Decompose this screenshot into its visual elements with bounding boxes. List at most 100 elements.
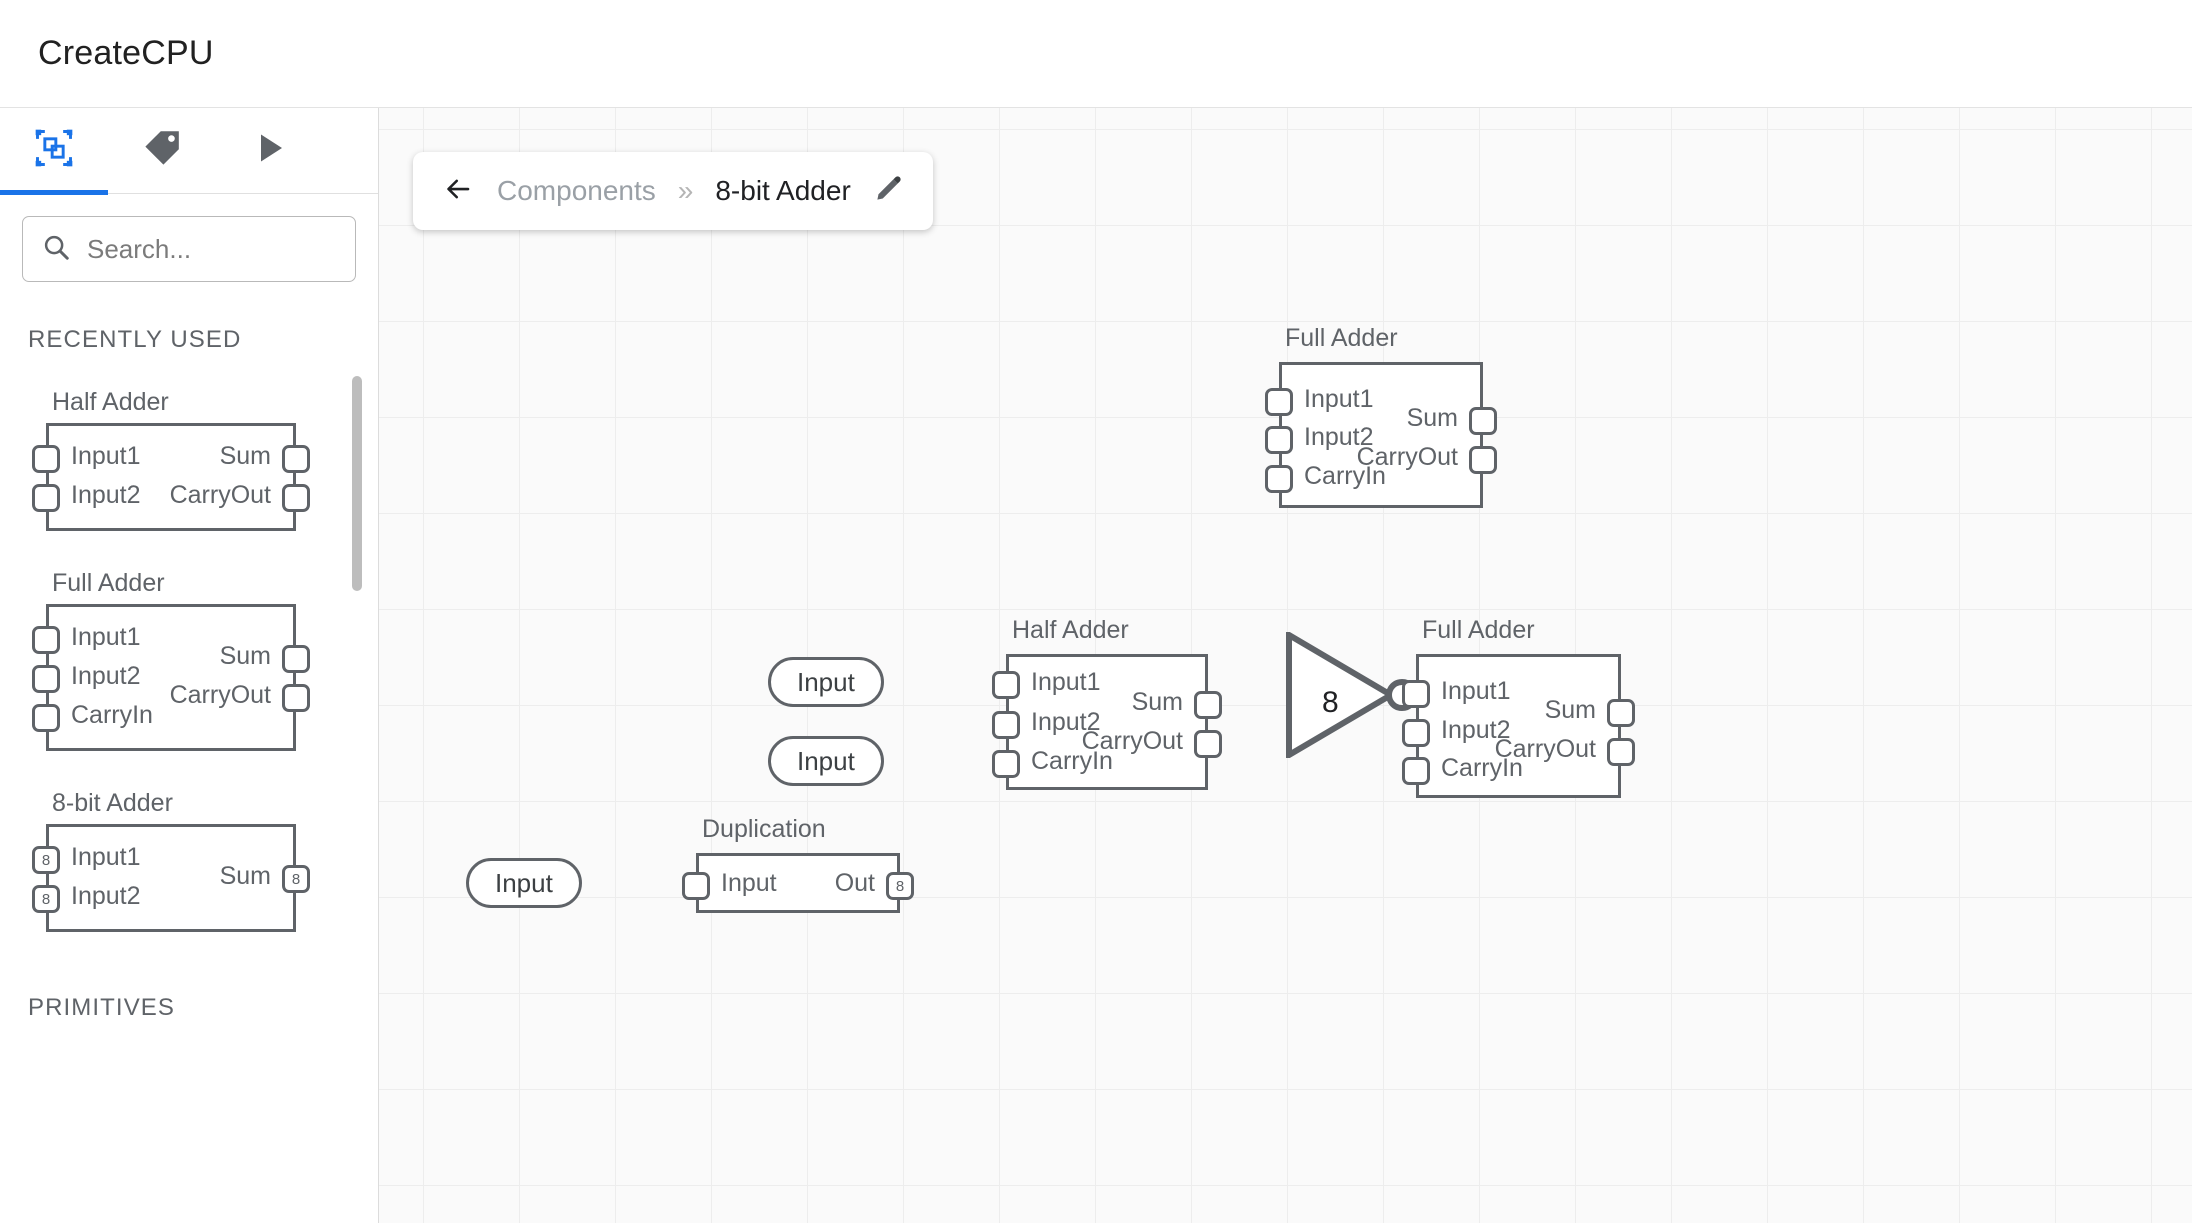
node-title: Full Adder	[1285, 324, 1398, 352]
port-label: Out	[834, 869, 875, 897]
palette-chip[interactable]: 8 Input1 8 Input2 8 Sum	[32, 824, 310, 932]
port-input[interactable]	[32, 484, 60, 512]
port-label: CarryOut	[1494, 735, 1596, 763]
search-container	[0, 194, 378, 282]
port-input1[interactable]	[1402, 680, 1430, 708]
breadcrumb-root[interactable]: Components	[497, 175, 656, 206]
components-icon	[32, 126, 76, 175]
port-input2[interactable]	[992, 711, 1020, 739]
search-box[interactable]	[22, 216, 356, 282]
sidebar: RECENTLY USED Half Adder Input1 Input2 S…	[0, 108, 379, 1223]
port-label: Input2	[71, 662, 141, 690]
port-input1[interactable]	[1265, 388, 1293, 416]
app-title-bar: CreateCPU	[0, 0, 2192, 108]
port-label: Input2	[71, 481, 141, 509]
tab-run[interactable]	[216, 108, 324, 194]
port-sum[interactable]	[1607, 699, 1635, 727]
port-carryout[interactable]	[1607, 738, 1635, 766]
palette-item-title: Half Adder	[52, 388, 169, 416]
node-title: Half Adder	[1012, 616, 1129, 644]
buffer-width-label: 8	[1322, 686, 1339, 719]
input-pill-2[interactable]: Input	[768, 736, 884, 786]
node-title: Duplication	[702, 815, 826, 843]
node-body[interactable]: Input1 Input2 CarryIn Sum CarryOut	[1402, 654, 1635, 798]
port-input[interactable]	[32, 704, 60, 732]
port-carryout[interactable]	[1194, 730, 1222, 758]
tag-icon	[141, 127, 183, 174]
node-body[interactable]: Input 8 Out	[682, 853, 914, 913]
port-label: Input2	[71, 882, 141, 910]
port-input1[interactable]	[992, 671, 1020, 699]
tab-labels[interactable]	[108, 108, 216, 194]
port-carryin[interactable]	[992, 750, 1020, 778]
port-carryin[interactable]	[1265, 465, 1293, 493]
play-icon	[252, 130, 288, 171]
port-input[interactable]	[32, 665, 60, 693]
port-sum[interactable]	[1469, 407, 1497, 435]
palette-item-full-adder[interactable]: Full Adder Input1 Input2 CarryIn Sum Car…	[0, 569, 378, 789]
node-half-adder[interactable]: Half Adder Input1 Input2 CarryIn Sum Car…	[992, 616, 1222, 790]
port-carryout[interactable]	[1469, 446, 1497, 474]
port-input2[interactable]	[1265, 426, 1293, 454]
buffer-triangle	[1286, 629, 1397, 761]
port-label: CarryOut	[1081, 727, 1183, 755]
port-output[interactable]: 8	[282, 865, 310, 893]
port-label: Sum	[1131, 688, 1183, 716]
port-label: CarryIn	[1031, 747, 1113, 775]
port-input[interactable]: 8	[32, 846, 60, 874]
port-label: Sum	[219, 862, 271, 890]
node-body[interactable]: Input1 Input2 CarryIn Sum CarryOut	[1265, 362, 1497, 508]
port-label: Input1	[71, 623, 141, 651]
component-palette: RECENTLY USED Half Adder Input1 Input2 S…	[0, 282, 378, 1223]
port-label: Input1	[71, 442, 141, 470]
port-input2[interactable]	[1402, 719, 1430, 747]
port-label: Sum	[1406, 404, 1458, 432]
port-label: Input1	[1441, 677, 1511, 705]
port-output[interactable]	[282, 684, 310, 712]
arrow-left-icon[interactable]	[441, 174, 475, 209]
palette-section-label: RECENTLY USED	[28, 326, 242, 353]
app-title: CreateCPU	[38, 34, 214, 72]
port-label: CarryOut	[1356, 443, 1458, 471]
palette-scrollbar[interactable]	[352, 376, 362, 591]
port-output[interactable]	[282, 484, 310, 512]
node-full-adder-right[interactable]: Full Adder Input1 Input2 CarryIn Sum Car…	[1402, 616, 1635, 798]
port-input[interactable]: 8	[32, 885, 60, 913]
port-label: Input1	[1031, 668, 1101, 696]
schematic-canvas[interactable]: Components » 8-bit Adder Full Adder Inpu…	[379, 108, 2192, 1223]
port-label: Sum	[219, 642, 271, 670]
palette-item-title: Full Adder	[52, 569, 165, 597]
port-input[interactable]	[32, 626, 60, 654]
search-input[interactable]	[87, 233, 337, 265]
palette-chip[interactable]: Input1 Input2 Sum CarryOut	[32, 423, 310, 531]
node-full-adder-top[interactable]: Full Adder Input1 Input2 CarryIn Sum Car…	[1265, 324, 1497, 508]
port-input[interactable]	[32, 445, 60, 473]
tab-components[interactable]	[0, 108, 108, 195]
search-icon	[41, 232, 71, 267]
palette-item-8bit-adder[interactable]: 8-bit Adder 8 Input1 8 Input2 8 Sum	[0, 789, 378, 970]
port-label: Sum	[219, 442, 271, 470]
port-label: Sum	[1544, 696, 1596, 724]
input-pill-1[interactable]: Input	[768, 657, 884, 707]
palette-chip[interactable]: Input1 Input2 CarryIn Sum CarryOut	[32, 604, 310, 751]
port-label: Input1	[1304, 385, 1374, 413]
port-out[interactable]: 8	[886, 872, 914, 900]
wire-layer	[379, 108, 679, 258]
pencil-icon[interactable]	[873, 174, 903, 209]
port-label: Input1	[71, 843, 141, 871]
port-input[interactable]	[682, 872, 710, 900]
input-pill-3[interactable]: Input	[466, 858, 582, 908]
app-body: RECENTLY USED Half Adder Input1 Input2 S…	[0, 108, 2192, 1223]
port-label: CarryIn	[71, 701, 153, 729]
port-label: CarryOut	[169, 481, 271, 509]
breadcrumb-separator: »	[677, 175, 694, 206]
node-duplication[interactable]: Duplication Input 8 Out	[682, 815, 914, 913]
port-label: Input2	[1031, 708, 1101, 736]
node-body[interactable]: Input1 Input2 CarryIn Sum CarryOut	[992, 654, 1222, 790]
port-output[interactable]	[282, 445, 310, 473]
palette-item-half-adder[interactable]: Half Adder Input1 Input2 Sum CarryOut	[0, 388, 378, 569]
port-output[interactable]	[282, 645, 310, 673]
port-carryin[interactable]	[1402, 757, 1430, 785]
port-sum[interactable]	[1194, 691, 1222, 719]
port-label: Input2	[1441, 716, 1511, 744]
